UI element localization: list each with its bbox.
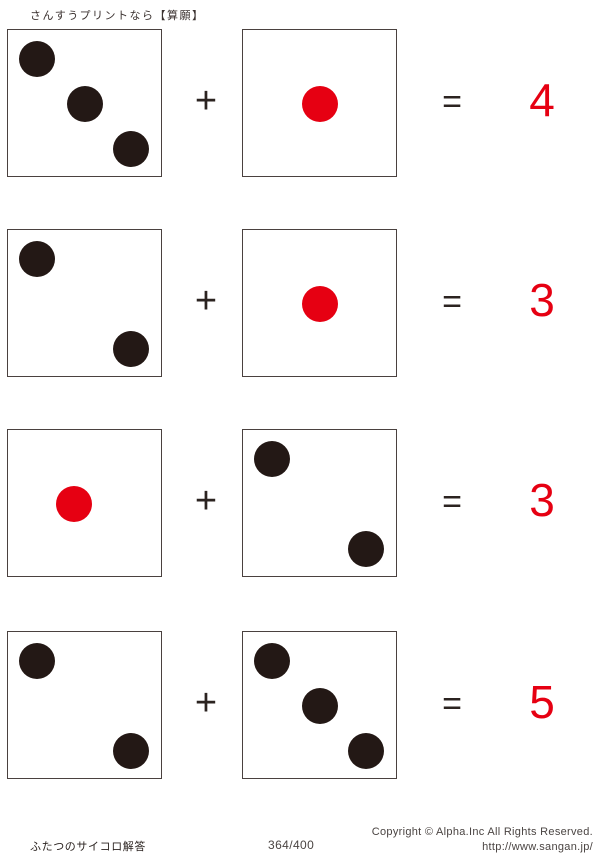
plus-operator: + xyxy=(194,480,218,522)
equals-operator: = xyxy=(442,83,462,121)
die-pip xyxy=(113,733,149,769)
page-footer: ふたつのサイコロ解答 364/400 Copyright © Alpha.Inc… xyxy=(0,820,600,859)
problem-row: + = 5 xyxy=(0,631,600,783)
problem-row: + = 4 xyxy=(0,29,600,181)
die-box-left xyxy=(7,229,162,377)
die-pip xyxy=(302,286,338,322)
problem-row: + = 3 xyxy=(0,229,600,381)
die-pip xyxy=(56,486,92,522)
die-box-left xyxy=(7,29,162,177)
footer-url: http://www.sangan.jp/ xyxy=(482,841,593,853)
footer-worksheet-title: ふたつのサイコロ解答 xyxy=(30,841,146,853)
equals-operator: = xyxy=(442,483,462,521)
plus-operator: + xyxy=(194,280,218,322)
die-pip xyxy=(302,86,338,122)
die-box-right xyxy=(242,229,397,377)
page-header-title: さんすうプリントなら【算願】 xyxy=(30,10,205,22)
die-box-left xyxy=(7,631,162,779)
die-pip xyxy=(19,41,55,77)
footer-page-number: 364/400 xyxy=(268,838,315,852)
answer-value: 3 xyxy=(529,274,555,326)
die-pip xyxy=(67,86,103,122)
die-pip xyxy=(113,331,149,367)
die-pip xyxy=(348,733,384,769)
plus-operator: + xyxy=(194,682,218,724)
footer-copyright: Copyright © Alpha.Inc All Rights Reserve… xyxy=(371,826,593,838)
die-box-left xyxy=(7,429,162,577)
die-box-right xyxy=(242,429,397,577)
answer-value: 5 xyxy=(529,676,555,728)
equals-operator: = xyxy=(442,685,462,723)
die-pip xyxy=(19,643,55,679)
die-box-right xyxy=(242,631,397,779)
equals-operator: = xyxy=(442,283,462,321)
answer-value: 4 xyxy=(529,74,555,126)
die-pip xyxy=(254,643,290,679)
plus-operator: + xyxy=(194,80,218,122)
die-box-right xyxy=(242,29,397,177)
problem-row: + = 3 xyxy=(0,429,600,581)
die-pip xyxy=(348,531,384,567)
die-pip xyxy=(302,688,338,724)
die-pip xyxy=(19,241,55,277)
die-pip xyxy=(113,131,149,167)
die-pip xyxy=(254,441,290,477)
answer-value: 3 xyxy=(529,474,555,526)
